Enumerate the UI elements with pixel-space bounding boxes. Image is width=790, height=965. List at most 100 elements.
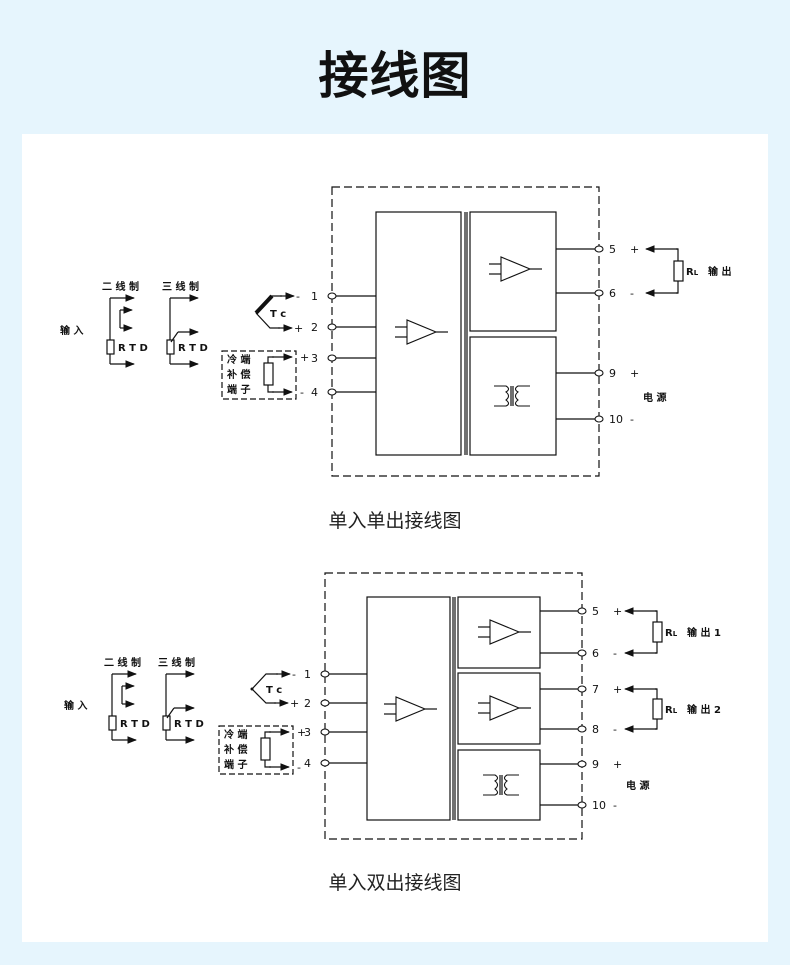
terminal-icon: [327, 323, 337, 331]
terminal-sign: +: [290, 697, 299, 710]
tc-wire: [255, 295, 282, 314]
terminal-sign: +: [613, 605, 622, 618]
load-resistor-icon: [652, 698, 663, 720]
cjc-wire: [264, 760, 271, 768]
rtd2-label: R T D: [118, 343, 148, 354]
tc-wire: [251, 688, 276, 704]
cjc-resistor-icon: [260, 737, 271, 761]
load-rl-label: RL: [665, 705, 678, 716]
terminal-number: 3: [311, 352, 318, 365]
transformer-icon: [483, 774, 519, 796]
terminal-number: 5: [609, 243, 616, 256]
load-wire: [655, 610, 658, 622]
terminal-number: 3: [304, 726, 311, 739]
load-wire: [655, 719, 658, 730]
cjc-wire: [267, 356, 274, 363]
terminal-number: 1: [304, 668, 311, 681]
load-wire: [676, 281, 679, 294]
terminal-number: 4: [311, 386, 318, 399]
transformer-icon: [494, 385, 530, 407]
output-label: 输 出 2: [687, 703, 721, 716]
terminal-sign: -: [296, 290, 300, 303]
load-wire: [655, 642, 658, 654]
diagram-panel: [22, 134, 768, 942]
terminal-sign: +: [294, 322, 303, 335]
terminal-number: 9: [592, 758, 599, 771]
terminal-icon: [594, 245, 604, 253]
coil-secondary: [514, 385, 530, 407]
terminal-sign: +: [613, 683, 622, 696]
cjc-label: 冷 端: [224, 728, 247, 741]
cjc-label: 冷 端: [227, 353, 250, 366]
terminal-sign: -: [297, 761, 301, 774]
input-label: 输 入: [60, 324, 83, 337]
input-block: [375, 211, 462, 456]
terminal-icon: [320, 670, 330, 678]
load-wire: [655, 688, 658, 699]
rtd3-label: R T D: [178, 343, 208, 354]
terminal-number: 6: [609, 287, 616, 300]
terminal-number: 1: [311, 290, 318, 303]
output-block-1: [457, 596, 541, 669]
coil-primary: [494, 385, 510, 407]
load-rl-subscript: L: [673, 630, 678, 638]
amplifier-icon: [478, 695, 531, 721]
output-block-2: [457, 672, 541, 745]
terminal-sign: -: [613, 799, 617, 812]
terminal-sign: -: [300, 386, 304, 399]
load-resistor-icon: [652, 621, 663, 643]
three-wire-label: 三 线 制: [162, 280, 199, 293]
terminal-number: 5: [592, 605, 599, 618]
rtd3-resistor-icon: [166, 339, 175, 355]
terminal-icon: [320, 759, 330, 767]
amplifier-triangle: [395, 696, 427, 722]
terminal-sign: -: [630, 413, 634, 426]
input-label: 输 入: [64, 699, 87, 712]
page-title: 接线图: [318, 47, 472, 105]
terminal-sign: -: [630, 287, 634, 300]
tc-wire: [251, 673, 278, 690]
amplifier-triangle: [406, 319, 438, 345]
load-rl-subscript: L: [673, 707, 678, 715]
load-rl-subscript: L: [694, 269, 699, 277]
terminal-sign: -: [613, 723, 617, 736]
terminal-number: 2: [304, 697, 311, 710]
terminal-icon: [577, 760, 587, 768]
cjc-label: 端 子: [224, 758, 247, 771]
cjc-label: 补 偿: [226, 368, 250, 381]
load-wire: [676, 248, 679, 261]
amplifier-icon: [489, 256, 542, 282]
cjc-label: 端 子: [227, 383, 250, 396]
rtd2-label: R T D: [120, 719, 150, 730]
terminal-sign: +: [297, 726, 306, 739]
tc-label: T c: [266, 685, 282, 696]
amplifier-triangle: [489, 619, 521, 645]
terminal-icon: [327, 388, 337, 396]
terminal-icon: [327, 354, 337, 362]
power-label: 电 源: [626, 779, 649, 792]
two-wire-label: 二 线 制: [102, 280, 139, 293]
terminal-icon: [594, 369, 604, 377]
terminal-icon: [577, 607, 587, 615]
cjc-resistor-icon: [263, 362, 274, 386]
terminal-number: 10: [592, 799, 606, 812]
caption-single-output: 单入单出接线图: [328, 510, 462, 532]
terminal-icon: [577, 725, 587, 733]
load-rl-label: RL: [665, 628, 678, 639]
terminal-icon: [320, 699, 330, 707]
power-label: 电 源: [643, 391, 666, 404]
terminal-icon: [577, 649, 587, 657]
cjc-wire: [264, 731, 271, 738]
rtd3-wire: [166, 707, 175, 719]
load-rl-label: RL: [686, 267, 699, 278]
terminal-icon: [594, 289, 604, 297]
module-outline: [331, 186, 600, 477]
amplifier-triangle: [489, 695, 521, 721]
amplifier-icon: [384, 696, 437, 722]
cjc-wire: [267, 385, 274, 393]
terminal-number: 8: [592, 723, 599, 736]
cjc-box: [221, 350, 297, 400]
terminal-sign: +: [630, 243, 639, 256]
